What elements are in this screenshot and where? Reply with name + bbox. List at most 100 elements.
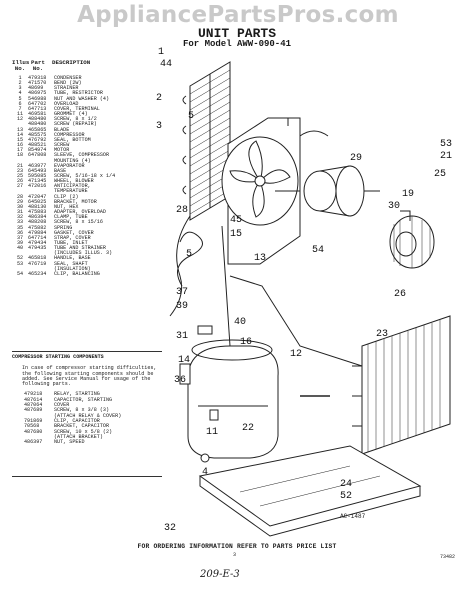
component-description: NUT, SPEED: [54, 439, 85, 446]
component-description: CLIP, CAPACITOR: [54, 417, 100, 424]
illus-number: 3: [18, 85, 22, 92]
component-part-number: 487689: [24, 407, 43, 414]
part-number: 471345: [28, 178, 47, 185]
callout-label: 30: [388, 201, 400, 212]
refrigerant-tubing: [169, 215, 363, 367]
illus-number: 1: [18, 75, 22, 81]
part-number: 488208: [28, 219, 47, 226]
handwritten-note: 209-E-3: [200, 569, 240, 580]
part-description: SCREW: [54, 142, 70, 149]
overload-part: [197, 325, 213, 335]
callout-label: 24: [340, 479, 352, 490]
callout-label: 2: [156, 93, 162, 104]
part-description: BLADE: [54, 126, 70, 133]
component-part-number: 487064: [24, 402, 43, 409]
illus-number: 26: [16, 178, 24, 185]
illus-number: 14: [16, 131, 24, 138]
part-number: 48699: [28, 85, 44, 92]
callout-label: 37: [176, 287, 188, 298]
illus-number: 7: [18, 105, 22, 112]
part-description: BASE: [54, 167, 67, 174]
callout-label: 16: [240, 337, 252, 348]
header-description: DESCRIPTION: [52, 59, 91, 66]
callout-label: 28: [176, 205, 188, 216]
part-description: COVER, TERMINAL: [54, 105, 100, 112]
part-number: 647702: [28, 100, 47, 107]
part-description: TEMPERATURE: [54, 188, 88, 195]
part-description: SEAL, SHAFT: [54, 260, 88, 267]
part-description: MOTOR: [54, 147, 70, 154]
components-note: In case of compressor starting difficult…: [22, 365, 157, 388]
part-description: STRAP, COVER: [54, 234, 91, 241]
callout-label: 12: [290, 349, 302, 360]
model-subtitle: For Model AWW-090-41: [182, 39, 292, 49]
document-number: 73482: [440, 554, 456, 560]
part-number: 472016: [28, 183, 47, 190]
part-description: SCREW, 5/16-18 x 1/4: [54, 172, 116, 179]
callout-label: 32: [164, 523, 176, 534]
part-number: 488480: [28, 121, 47, 128]
callout-label: 45: [230, 215, 242, 226]
part-description: BRACKET, MOTOR: [54, 198, 97, 205]
part-number: 645493: [28, 167, 47, 174]
illus-number: 35: [16, 224, 24, 231]
part-description: WHEEL, BLOWER: [54, 178, 94, 185]
illus-number: 32: [16, 214, 24, 221]
parts-row: MOUNTING (4): [12, 157, 162, 164]
part-description: SPRING: [54, 224, 73, 231]
illus-number: 40: [16, 245, 24, 252]
part-description: SEAL, BOTTOM: [54, 136, 91, 143]
part-number: 486384: [28, 214, 47, 221]
component-part-number: 70568: [24, 423, 40, 430]
part-description: MOUNTING (4): [54, 157, 91, 164]
illus-number: 11: [16, 111, 24, 118]
part-number: 463977: [28, 162, 47, 169]
grommet-part: [200, 453, 210, 463]
part-description: ADAPTER, OVERLOAD: [54, 209, 106, 216]
part-description: SCREW, 8 x 15/16: [54, 219, 103, 226]
evaporator-coil: [352, 315, 451, 455]
illus-number: 5: [18, 95, 22, 102]
part-number: 465234: [28, 270, 47, 277]
part-description: EVAPORATOR: [54, 162, 85, 169]
base-pan: [198, 445, 422, 537]
callout-label: 22: [242, 423, 254, 434]
callout-label: 53: [440, 139, 452, 150]
illus-number: 53: [16, 260, 24, 267]
callout-labels: 1442352553212919304515135426285373931401…: [156, 47, 452, 534]
header-illus: Illus No.: [12, 59, 30, 72]
part-number: 488521: [28, 142, 47, 149]
screw-part: [400, 210, 411, 221]
part-number: 488130: [28, 203, 47, 210]
part-number: 475883: [28, 209, 47, 216]
callout-label: 31: [176, 331, 188, 342]
part-number: 595085: [28, 172, 47, 179]
divider-top: [12, 351, 162, 352]
illus-number: 4: [18, 90, 22, 97]
